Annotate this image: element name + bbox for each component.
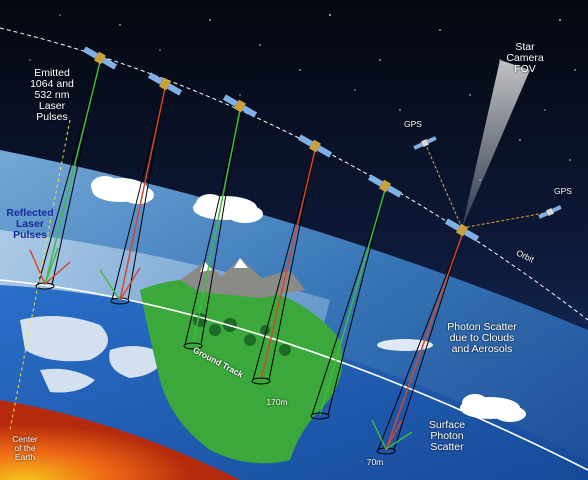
reflected-arrows [29,247,413,450]
label-gps-right: GPS [554,186,572,196]
satellite-icon [367,174,403,198]
laser-beam [110,87,166,305]
gps-satellite-icon [413,136,437,150]
laser-beam [376,234,463,455]
laser-beam [251,149,316,385]
mountains [180,258,305,298]
cloud-icon [377,339,433,351]
land-mass [140,278,343,464]
snow-caps [200,258,248,272]
cloud-icon [460,394,526,422]
laser-beams [35,61,463,455]
label-star-camera: Star Camera FOV [506,41,544,75]
forest [193,313,291,356]
satellite-icon [297,134,333,158]
laser-beam [310,189,386,420]
gps-links [424,142,551,229]
laser-beam [35,61,101,290]
stars [29,14,576,181]
laser-beam [183,109,241,350]
label-center-earth: Center of the Earth [12,434,38,462]
satellite-icon [222,94,258,118]
satellite-icon [82,46,118,70]
nadir-line [9,119,71,431]
earth-core [0,400,240,480]
star-camera-fov [462,60,530,228]
satellite-icon [444,218,480,242]
label-spacing: 170m [266,397,288,407]
label-emitted-pulses: Emitted 1064 and 532 nm Laser Pulses [30,67,74,123]
label-gps-left: GPS [404,119,422,129]
satellite-icon [147,72,183,96]
sea-ice [20,316,165,393]
label-photon-scatter-clouds: Photon Scatter due to Clouds and Aerosol… [447,321,517,355]
label-reflected-pulses: Reflected Laser Pulses [6,207,54,241]
label-surface-photon-scatter: Surface Photon Scatter [428,419,466,453]
gps-satellite-icon [538,205,562,219]
label-footprint: 70m [366,457,384,467]
